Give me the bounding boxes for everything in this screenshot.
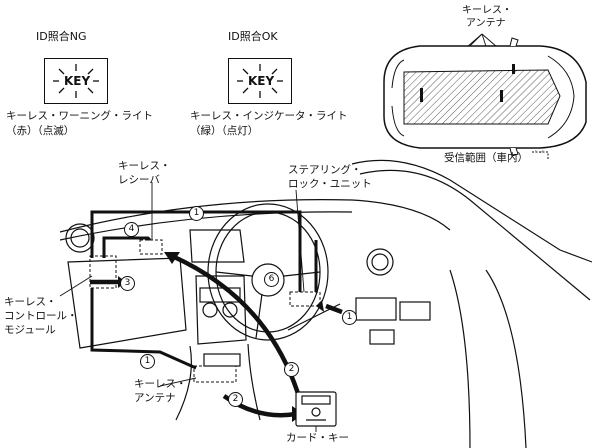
- callout-1-top: 1: [189, 206, 204, 221]
- card-key-label: カード・キー: [286, 432, 349, 444]
- ng-status-title: ID照合NG: [36, 30, 87, 43]
- callout-1-bottom: 1: [140, 354, 155, 369]
- key-light-icon: [237, 64, 283, 98]
- receiver-label: キーレス・: [118, 160, 171, 172]
- receiver-label-2: レシーバ: [118, 174, 160, 186]
- arrow-2-upper: [171, 253, 303, 401]
- callout-2-lower: 2: [228, 392, 243, 407]
- key-text: KEY: [248, 74, 275, 88]
- arrow-head-1: [316, 300, 324, 312]
- card-key-icon: [295, 391, 337, 427]
- module-label-3: モジュール: [4, 324, 56, 336]
- steering-lock-box: [289, 291, 321, 307]
- steering-lock-label-2: ロック・ユニット: [288, 178, 372, 190]
- steering-lock-label: ステアリング・: [288, 164, 362, 176]
- callout-1-key: 1: [342, 310, 357, 325]
- car-antenna-label-2: アンテナ: [466, 18, 506, 29]
- indicator-light-box: KEY: [228, 58, 292, 104]
- indicator-light-caption: キーレス・インジケータ・ライト: [190, 110, 348, 122]
- indicator-light-color: （緑）（点灯）: [190, 125, 259, 137]
- ok-status-title: ID照合OK: [228, 30, 278, 43]
- arrow-head-2-upper: [164, 252, 180, 264]
- key-text: KEY: [64, 74, 91, 88]
- callout-6: 6: [264, 272, 279, 287]
- warning-light-caption: キーレス・ワーニング・ライト: [6, 110, 153, 122]
- reception-range-legend: 受信範囲（車内）: [444, 152, 528, 164]
- warning-light-color: （赤）（点滅）: [6, 125, 75, 137]
- callout-4: 4: [124, 222, 139, 237]
- wire-4: [102, 236, 152, 258]
- wire-1-bottom: [90, 288, 197, 370]
- callout-3: 3: [120, 276, 135, 291]
- receiver-box: [139, 239, 163, 255]
- key-light-icon: [53, 64, 99, 98]
- warning-light-box: KEY: [44, 58, 108, 104]
- antenna-box: [193, 365, 237, 383]
- callout-2-upper: 2: [284, 362, 299, 377]
- antenna-label: キーレス・: [134, 378, 187, 390]
- car-antenna-label: キーレス・: [462, 5, 512, 16]
- antenna-label-2: アンテナ: [134, 392, 176, 404]
- module-label-2: コントロール・: [4, 310, 78, 322]
- arrow-1-key: [325, 303, 343, 315]
- module-label: キーレス・: [4, 296, 57, 308]
